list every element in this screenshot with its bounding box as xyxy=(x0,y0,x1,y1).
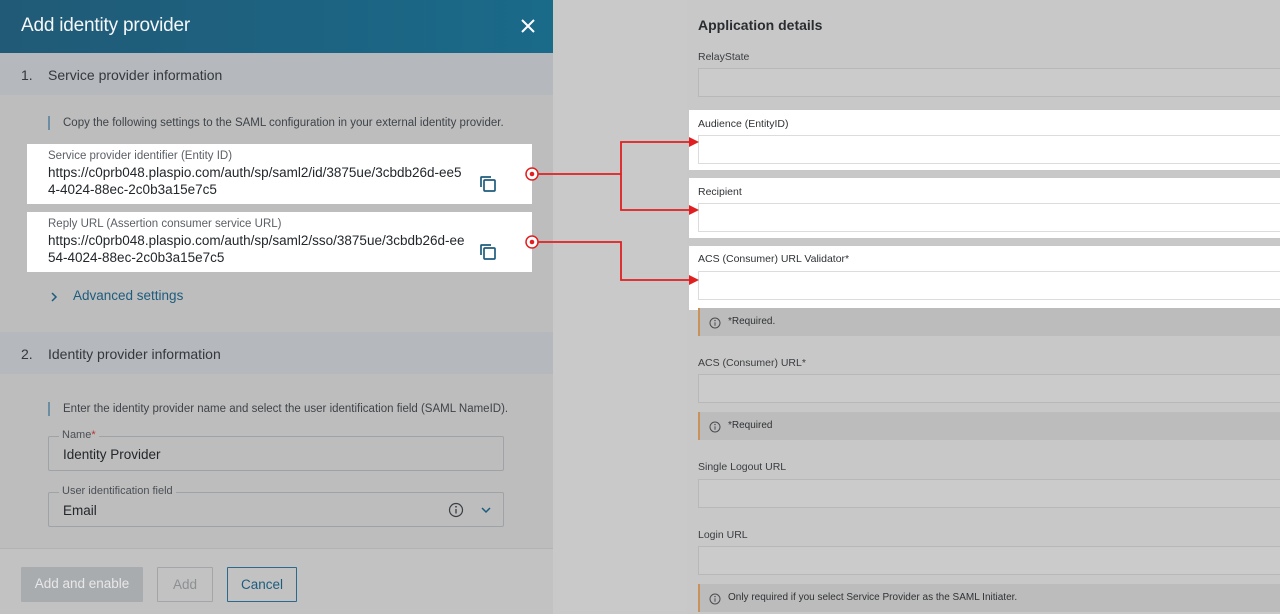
audience-field-highlight: Audience (EntityID) xyxy=(689,110,1280,170)
add-button[interactable]: Add xyxy=(157,567,213,602)
acs-url-input[interactable] xyxy=(698,374,1280,403)
reply-url-value: https://c0prb048.plaspio.com/auth/sp/sam… xyxy=(48,233,465,265)
acs-validator-input[interactable] xyxy=(698,271,1280,300)
section-identity-provider-header: 2. Identity provider information xyxy=(0,332,553,374)
acs-url-label: ACS (Consumer) URL* xyxy=(698,357,806,369)
entity-id-label: Service provider identifier (Entity ID) xyxy=(48,150,233,162)
audience-input[interactable] xyxy=(698,135,1280,164)
chevron-down-icon[interactable] xyxy=(479,503,493,517)
recipient-input[interactable] xyxy=(698,203,1280,232)
section-title: Identity provider information xyxy=(48,346,221,362)
user-identification-select[interactable]: User identification field Email xyxy=(48,485,504,527)
login-url-note: Only required if you select Service Prov… xyxy=(698,584,1280,612)
info-icon xyxy=(709,420,721,433)
close-icon[interactable] xyxy=(518,14,538,38)
application-details-title: Application details xyxy=(698,17,823,33)
acs-url-note-text: *Required xyxy=(728,420,773,431)
relay-state-label: RelayState xyxy=(698,51,750,63)
add-identity-provider-dialog: Add identity provider 1. Service provide… xyxy=(0,0,553,614)
entity-id-copy-field: Service provider identifier (Entity ID) … xyxy=(27,144,532,204)
reply-url-copy-field: Reply URL (Assertion consumer service UR… xyxy=(27,212,532,272)
acs-validator-field-highlight: ACS (Consumer) URL Validator* xyxy=(689,246,1280,310)
info-icon[interactable] xyxy=(448,502,464,518)
user-identification-value: Email xyxy=(63,503,97,518)
name-field[interactable]: Name* Identity Provider xyxy=(48,429,504,471)
recipient-field-highlight: Recipient xyxy=(689,178,1280,238)
required-mark: * xyxy=(91,429,96,441)
dialog-header: Add identity provider xyxy=(0,0,553,53)
add-and-enable-button[interactable]: Add and enable xyxy=(21,567,143,602)
cancel-button[interactable]: Cancel xyxy=(227,567,297,602)
section-title: Service provider information xyxy=(48,67,223,83)
login-url-label: Login URL xyxy=(698,529,748,541)
acs-validator-label: ACS (Consumer) URL Validator* xyxy=(698,253,850,265)
login-url-note-text: Only required if you select Service Prov… xyxy=(728,592,1018,603)
user-identification-label: User identification field xyxy=(59,485,176,498)
reply-url-label: Reply URL (Assertion consumer service UR… xyxy=(48,218,282,230)
info-icon xyxy=(709,592,721,605)
audience-label: Audience (EntityID) xyxy=(698,118,789,130)
section-service-provider-header: 1. Service provider information xyxy=(0,53,553,95)
copy-icon[interactable] xyxy=(478,174,498,194)
service-provider-hint: Copy the following settings to the SAML … xyxy=(48,116,504,130)
info-icon xyxy=(709,316,721,329)
dialog-title: Add identity provider xyxy=(21,15,191,36)
identity-provider-hint: Enter the identity provider name and sel… xyxy=(48,402,508,416)
section-number: 1. xyxy=(21,67,33,83)
single-logout-label: Single Logout URL xyxy=(698,461,787,473)
name-field-value: Identity Provider xyxy=(63,447,161,462)
acs-validator-note-text: *Required. xyxy=(728,316,776,327)
chevron-right-icon xyxy=(48,290,60,302)
application-details-panel: Application details RelayState Audience … xyxy=(687,0,1280,614)
section-number: 2. xyxy=(21,346,33,362)
recipient-label: Recipient xyxy=(698,186,742,198)
acs-url-note: *Required xyxy=(698,412,1280,440)
name-field-label: Name* xyxy=(59,429,99,442)
login-url-input[interactable] xyxy=(698,546,1280,575)
acs-validator-note: *Required. xyxy=(698,308,1280,336)
dialog-footer: Add and enable Add Cancel xyxy=(0,548,553,614)
relay-state-input[interactable] xyxy=(698,68,1280,97)
advanced-settings-label: Advanced settings xyxy=(73,288,184,303)
entity-id-value: https://c0prb048.plaspio.com/auth/sp/sam… xyxy=(48,165,462,197)
single-logout-input[interactable] xyxy=(698,479,1280,508)
copy-icon[interactable] xyxy=(478,242,498,262)
